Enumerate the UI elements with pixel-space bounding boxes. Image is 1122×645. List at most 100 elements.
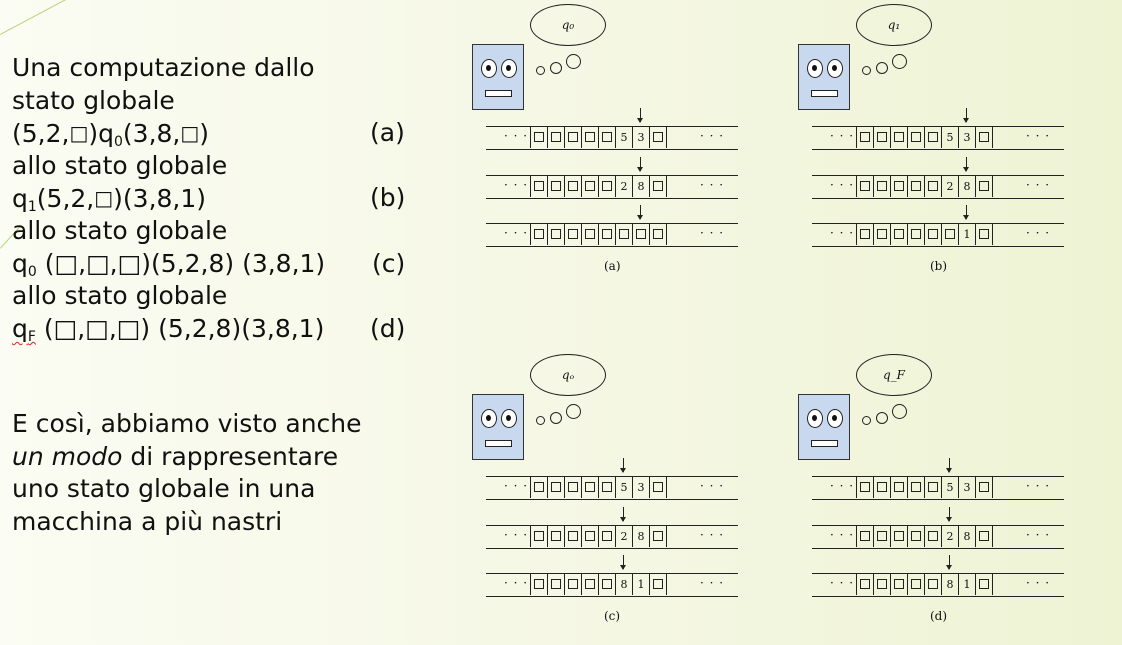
tape-cell: [925, 476, 942, 498]
tape-ellipsis: · · ·: [830, 576, 855, 590]
tape-cell: [857, 223, 874, 245]
state-part: q: [12, 248, 28, 278]
tape-cell: 3: [959, 476, 976, 498]
eye-icon: [807, 409, 823, 428]
tape-cell: [976, 223, 993, 245]
tape-cell: [531, 175, 548, 197]
emphasis-text: un modo: [12, 441, 123, 471]
tape-cell: [565, 573, 582, 595]
thought-bubble-icon: [892, 404, 907, 419]
tape-cell: [582, 573, 599, 595]
mouth-icon: [811, 440, 838, 447]
spellcheck-flagged-text: qF: [12, 314, 36, 345]
text-line-content: allo stato globale: [12, 150, 228, 180]
eye-icon: [501, 59, 517, 78]
tape-cell: 1: [959, 223, 976, 245]
tape-cell: [925, 126, 942, 148]
tape-cell: 2: [942, 525, 959, 547]
tape-cell: [976, 476, 993, 498]
tape-cell: [582, 126, 599, 148]
tape-cell: [599, 573, 616, 595]
tape-cell: 1: [959, 573, 976, 595]
tape-cell: 2: [616, 175, 633, 197]
state-part: (5,2,: [36, 184, 95, 214]
state-thought-cloud: q_F: [856, 354, 932, 396]
state-subscript: 1: [27, 199, 37, 216]
tape-cell: [891, 476, 908, 498]
tape: · · ·· · ·: [486, 223, 738, 247]
tape-cell: [548, 175, 565, 197]
text-line: allo stato globale: [12, 215, 422, 248]
computation-description: Una computazione dallo stato globale (5,…: [12, 52, 422, 345]
tape-cell: 5: [616, 126, 633, 148]
mouth-icon: [811, 90, 838, 97]
tape-ellipsis: · · ·: [1026, 576, 1051, 590]
head-arrow-icon: [620, 458, 626, 473]
tape-cell: [582, 223, 599, 245]
text-line: Una computazione dallo: [12, 52, 422, 85]
head-arrow-icon: [963, 108, 969, 123]
state-thought-cloud: q₀: [530, 4, 606, 46]
state-part: (□,□,□)(5,2,8) (3,8,1): [36, 248, 326, 278]
tape-cell: [565, 476, 582, 498]
tape-cell: [891, 223, 908, 245]
eye-icon: [807, 59, 823, 78]
state-part: )(3,8,1): [113, 184, 207, 214]
thought-bubble-icon: [550, 412, 562, 424]
tape-cell: [582, 525, 599, 547]
tape-cell: 8: [633, 175, 650, 197]
tape-cell: 1: [633, 573, 650, 595]
tape-cell: [857, 476, 874, 498]
head-arrow-icon: [946, 507, 952, 522]
tape-cell: 3: [633, 476, 650, 498]
tape-ellipsis: · · ·: [830, 226, 855, 240]
tape-cell: [633, 223, 650, 245]
thought-bubble-icon: [536, 66, 545, 75]
tape-cell: [925, 525, 942, 547]
tape-cell: [976, 573, 993, 595]
eye-icon: [501, 409, 517, 428]
text-line-content: Una computazione dallo: [12, 53, 315, 82]
tape-cell: [599, 525, 616, 547]
tape-cell: [548, 573, 565, 595]
tape: · · ·· · ·1: [812, 223, 1064, 247]
text-line: allo stato globale: [12, 150, 422, 183]
eye-icon: [827, 409, 843, 428]
state-part: (□,□,□) (5,2,8)(3,8,1): [35, 313, 325, 343]
tape-cell: [908, 175, 925, 197]
tape-cell: 2: [616, 525, 633, 547]
thought-bubble-icon: [862, 66, 871, 75]
machine-head-icon: [472, 394, 524, 460]
tape-cell: [874, 126, 891, 148]
tape-cell: [891, 175, 908, 197]
tape-cell: [874, 175, 891, 197]
tape-cell: [531, 525, 548, 547]
head-arrow-icon: [963, 205, 969, 220]
tape-cell: [908, 525, 925, 547]
tape-ellipsis: · · ·: [504, 226, 529, 240]
tape-ellipsis: · · ·: [700, 129, 725, 143]
blank-symbol: □: [69, 121, 89, 146]
thought-bubble-icon: [566, 54, 581, 69]
tape-cell: [650, 476, 667, 498]
mouth-icon: [485, 440, 512, 447]
machine-head-icon: [798, 394, 850, 460]
tape-ellipsis: · · ·: [830, 129, 855, 143]
state-subscript: 0: [114, 134, 123, 151]
state-subscript: F: [27, 328, 36, 345]
tape-cell: 8: [959, 525, 976, 547]
tape-ellipsis: · · ·: [504, 178, 529, 192]
tape-cell: [908, 126, 925, 148]
tape-cell: [548, 525, 565, 547]
thought-bubble-icon: [862, 416, 871, 425]
tape-cell: 8: [942, 573, 959, 595]
